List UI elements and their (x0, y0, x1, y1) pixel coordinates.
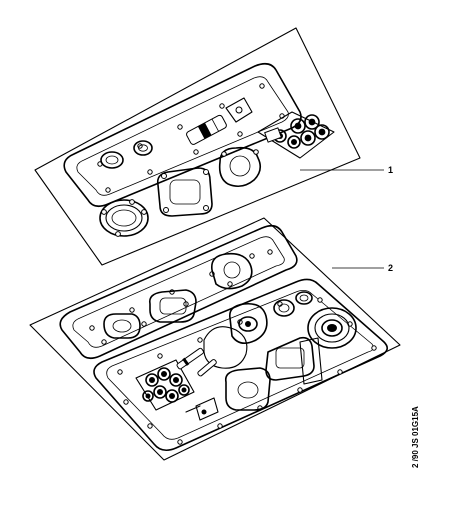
gasket-set-2 (29, 217, 401, 461)
callout-2: 2 (388, 263, 393, 273)
reference-code: 2 /90 JS 01G15A (411, 406, 420, 468)
gasket-set-1 (34, 27, 384, 266)
callout-1: 1 (388, 165, 393, 175)
